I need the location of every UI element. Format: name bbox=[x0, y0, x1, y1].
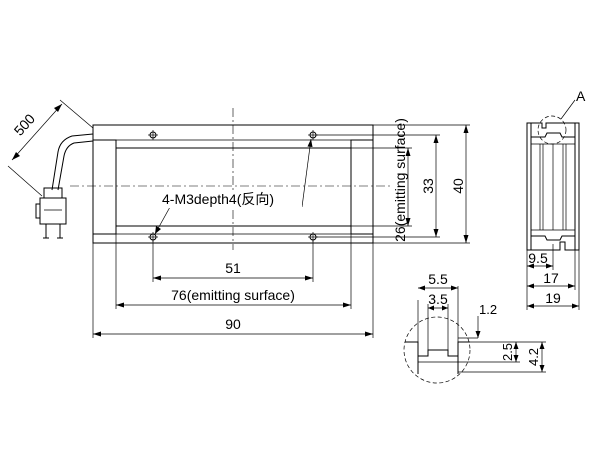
mounting-hole bbox=[148, 130, 158, 140]
dim-1-2: 1.2 bbox=[458, 302, 500, 343]
dim-17: 17 bbox=[527, 250, 576, 290]
dim-76: 76(emitting surface) bbox=[115, 234, 352, 309]
dim-4-2: 4.2 bbox=[458, 341, 546, 373]
dim-label-1-2: 1.2 bbox=[479, 302, 497, 317]
dim-label-26: 26(emitting surface) bbox=[392, 118, 408, 242]
dim-label-500: 500 bbox=[11, 110, 39, 138]
dim-19: 19 bbox=[527, 250, 580, 310]
detail-a-label: A bbox=[576, 88, 586, 104]
dim-label-17: 17 bbox=[543, 270, 559, 286]
dim-label-40: 40 bbox=[450, 178, 466, 194]
dim-33: 33 bbox=[316, 134, 440, 238]
dim-2-5: 2.5 bbox=[458, 342, 520, 363]
dim-40: 40 bbox=[373, 124, 470, 244]
dim-label-33: 33 bbox=[420, 178, 436, 194]
dim-9-5: 9.5 bbox=[526, 244, 554, 310]
hole-spec-label: 4-M3depth4(反向) bbox=[162, 191, 274, 207]
dim-label-3-5: 3.5 bbox=[428, 291, 448, 307]
dim-label-51: 51 bbox=[225, 260, 241, 276]
dim-label-76: 76(emitting surface) bbox=[171, 287, 295, 303]
detail-a-view: 5.5 3.5 1.2 2.5 bbox=[403, 271, 546, 384]
dim-label-2-5: 2.5 bbox=[500, 343, 515, 361]
dim-label-5-5: 5.5 bbox=[428, 271, 448, 287]
dim-90: 90 bbox=[92, 243, 374, 338]
dim-label-90: 90 bbox=[225, 316, 241, 332]
side-view: A 9.5 17 19 bbox=[526, 88, 586, 310]
dim-5-5: 5.5 bbox=[417, 271, 459, 342]
dim-label-4-2: 4.2 bbox=[526, 348, 541, 366]
dim-label-9-5: 9.5 bbox=[528, 250, 548, 266]
dim-26: 26(emitting surface) bbox=[351, 118, 412, 242]
dim-3-5: 3.5 bbox=[427, 291, 449, 350]
dim-cable-length: 500 bbox=[7, 99, 94, 197]
dim-51: 51 bbox=[152, 240, 314, 282]
hole-callout: 4-M3depth4(反向) bbox=[154, 138, 313, 235]
cable bbox=[51, 133, 94, 191]
front-view: 500 51 76(emitting surface) 9 bbox=[7, 99, 470, 338]
dim-label-19: 19 bbox=[545, 290, 561, 306]
connector bbox=[35, 187, 67, 239]
